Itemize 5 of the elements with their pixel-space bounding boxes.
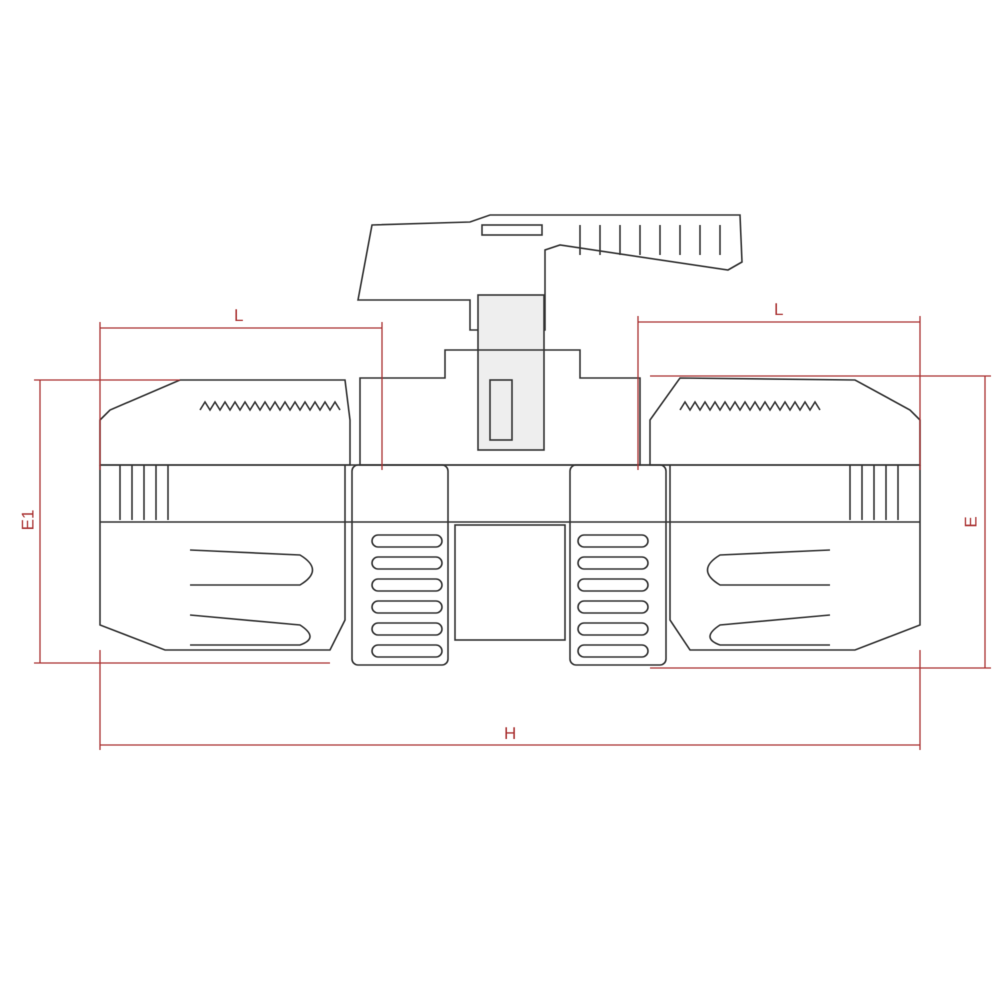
dimension-label: E1 bbox=[18, 510, 38, 530]
dimension-label: H bbox=[504, 724, 516, 744]
dimension-label: L bbox=[774, 300, 784, 320]
dimension-label: L bbox=[234, 306, 244, 326]
dimension-label: E bbox=[962, 516, 982, 528]
